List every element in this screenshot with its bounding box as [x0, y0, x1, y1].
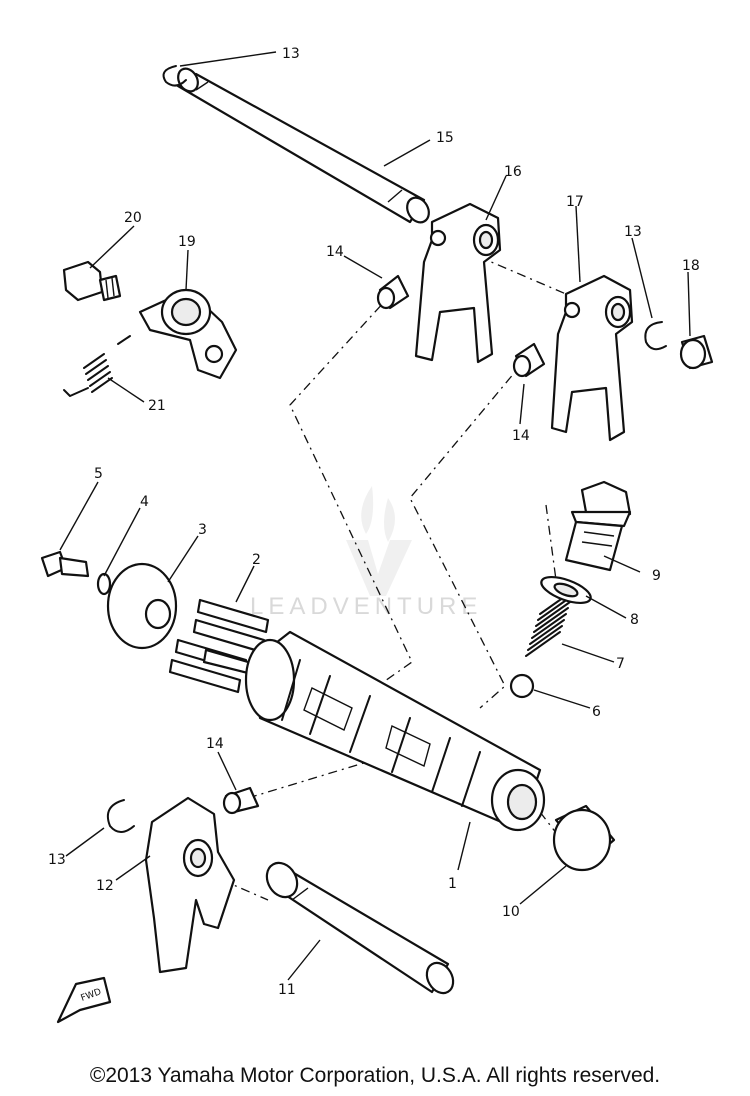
- ball-6: [509, 673, 535, 699]
- callout-4: 4: [140, 494, 149, 510]
- callout-9: 9: [652, 568, 661, 584]
- circlip-top: [162, 65, 187, 87]
- callout-21: 21: [148, 398, 166, 414]
- callout-2: 2: [252, 552, 261, 568]
- circlip-lower: [106, 799, 135, 833]
- callout-7: 7: [616, 656, 625, 672]
- callout-8: 8: [630, 612, 639, 628]
- callout-14-upper-right: 14: [512, 428, 530, 444]
- callout-5: 5: [94, 466, 103, 482]
- callout-numbers: 1 2 3 4 5 6 7 8 9 10 11 12 13 13 13 14 1…: [48, 46, 700, 998]
- callout-1: 1: [448, 876, 457, 892]
- dowel-pin-upper-right: [512, 342, 546, 378]
- spring-21: [63, 335, 131, 397]
- guide-bar-lower: [265, 861, 455, 995]
- gasket-8: [540, 575, 592, 605]
- callout-14-upper-left: 14: [326, 244, 344, 260]
- shift-cam-1: [244, 630, 546, 832]
- shift-fork-12: [144, 796, 236, 974]
- callout-14-lower: 14: [206, 736, 224, 752]
- callout-13-top: 13: [282, 46, 300, 62]
- callout-11: 11: [278, 982, 296, 998]
- plug-18: [679, 334, 714, 370]
- stopper-lever-19: [138, 288, 238, 380]
- callout-12: 12: [96, 878, 114, 894]
- callout-16: 16: [504, 164, 522, 180]
- dowel-pin-upper-left: [376, 274, 410, 310]
- callout-6: 6: [592, 704, 601, 720]
- spring-7: [525, 589, 575, 657]
- copyright-notice: ©2013 Yamaha Motor Corporation, U.S.A. A…: [89, 1064, 661, 1087]
- callout-15: 15: [436, 130, 454, 146]
- dowel-pin-lower: [222, 786, 260, 815]
- callout-19: 19: [178, 234, 196, 250]
- circlip-right: [644, 321, 667, 351]
- callout-17: 17: [566, 194, 584, 210]
- callout-13-lower: 13: [48, 852, 66, 868]
- bolt-5: [40, 550, 90, 578]
- watermark-text: LEADVENTURE: [250, 593, 482, 620]
- leadventure-logo: [346, 486, 412, 596]
- callout-18: 18: [682, 258, 700, 274]
- callout-20: 20: [124, 210, 142, 226]
- segment-plate-3: [106, 562, 178, 650]
- bolt-20: [62, 260, 122, 302]
- plug-bolt-9: [564, 480, 632, 572]
- washer-4: [96, 572, 112, 596]
- cap-10: [552, 804, 616, 872]
- callout-10: 10: [502, 904, 520, 920]
- callout-13-right: 13: [624, 224, 642, 240]
- shift-fork-16: [414, 202, 502, 364]
- callout-3: 3: [198, 522, 207, 538]
- leader-lines: [59, 51, 691, 981]
- fwd-arrow-icon: [56, 976, 112, 1024]
- guide-bar-upper: [176, 67, 430, 224]
- shift-fork-17: [550, 274, 634, 442]
